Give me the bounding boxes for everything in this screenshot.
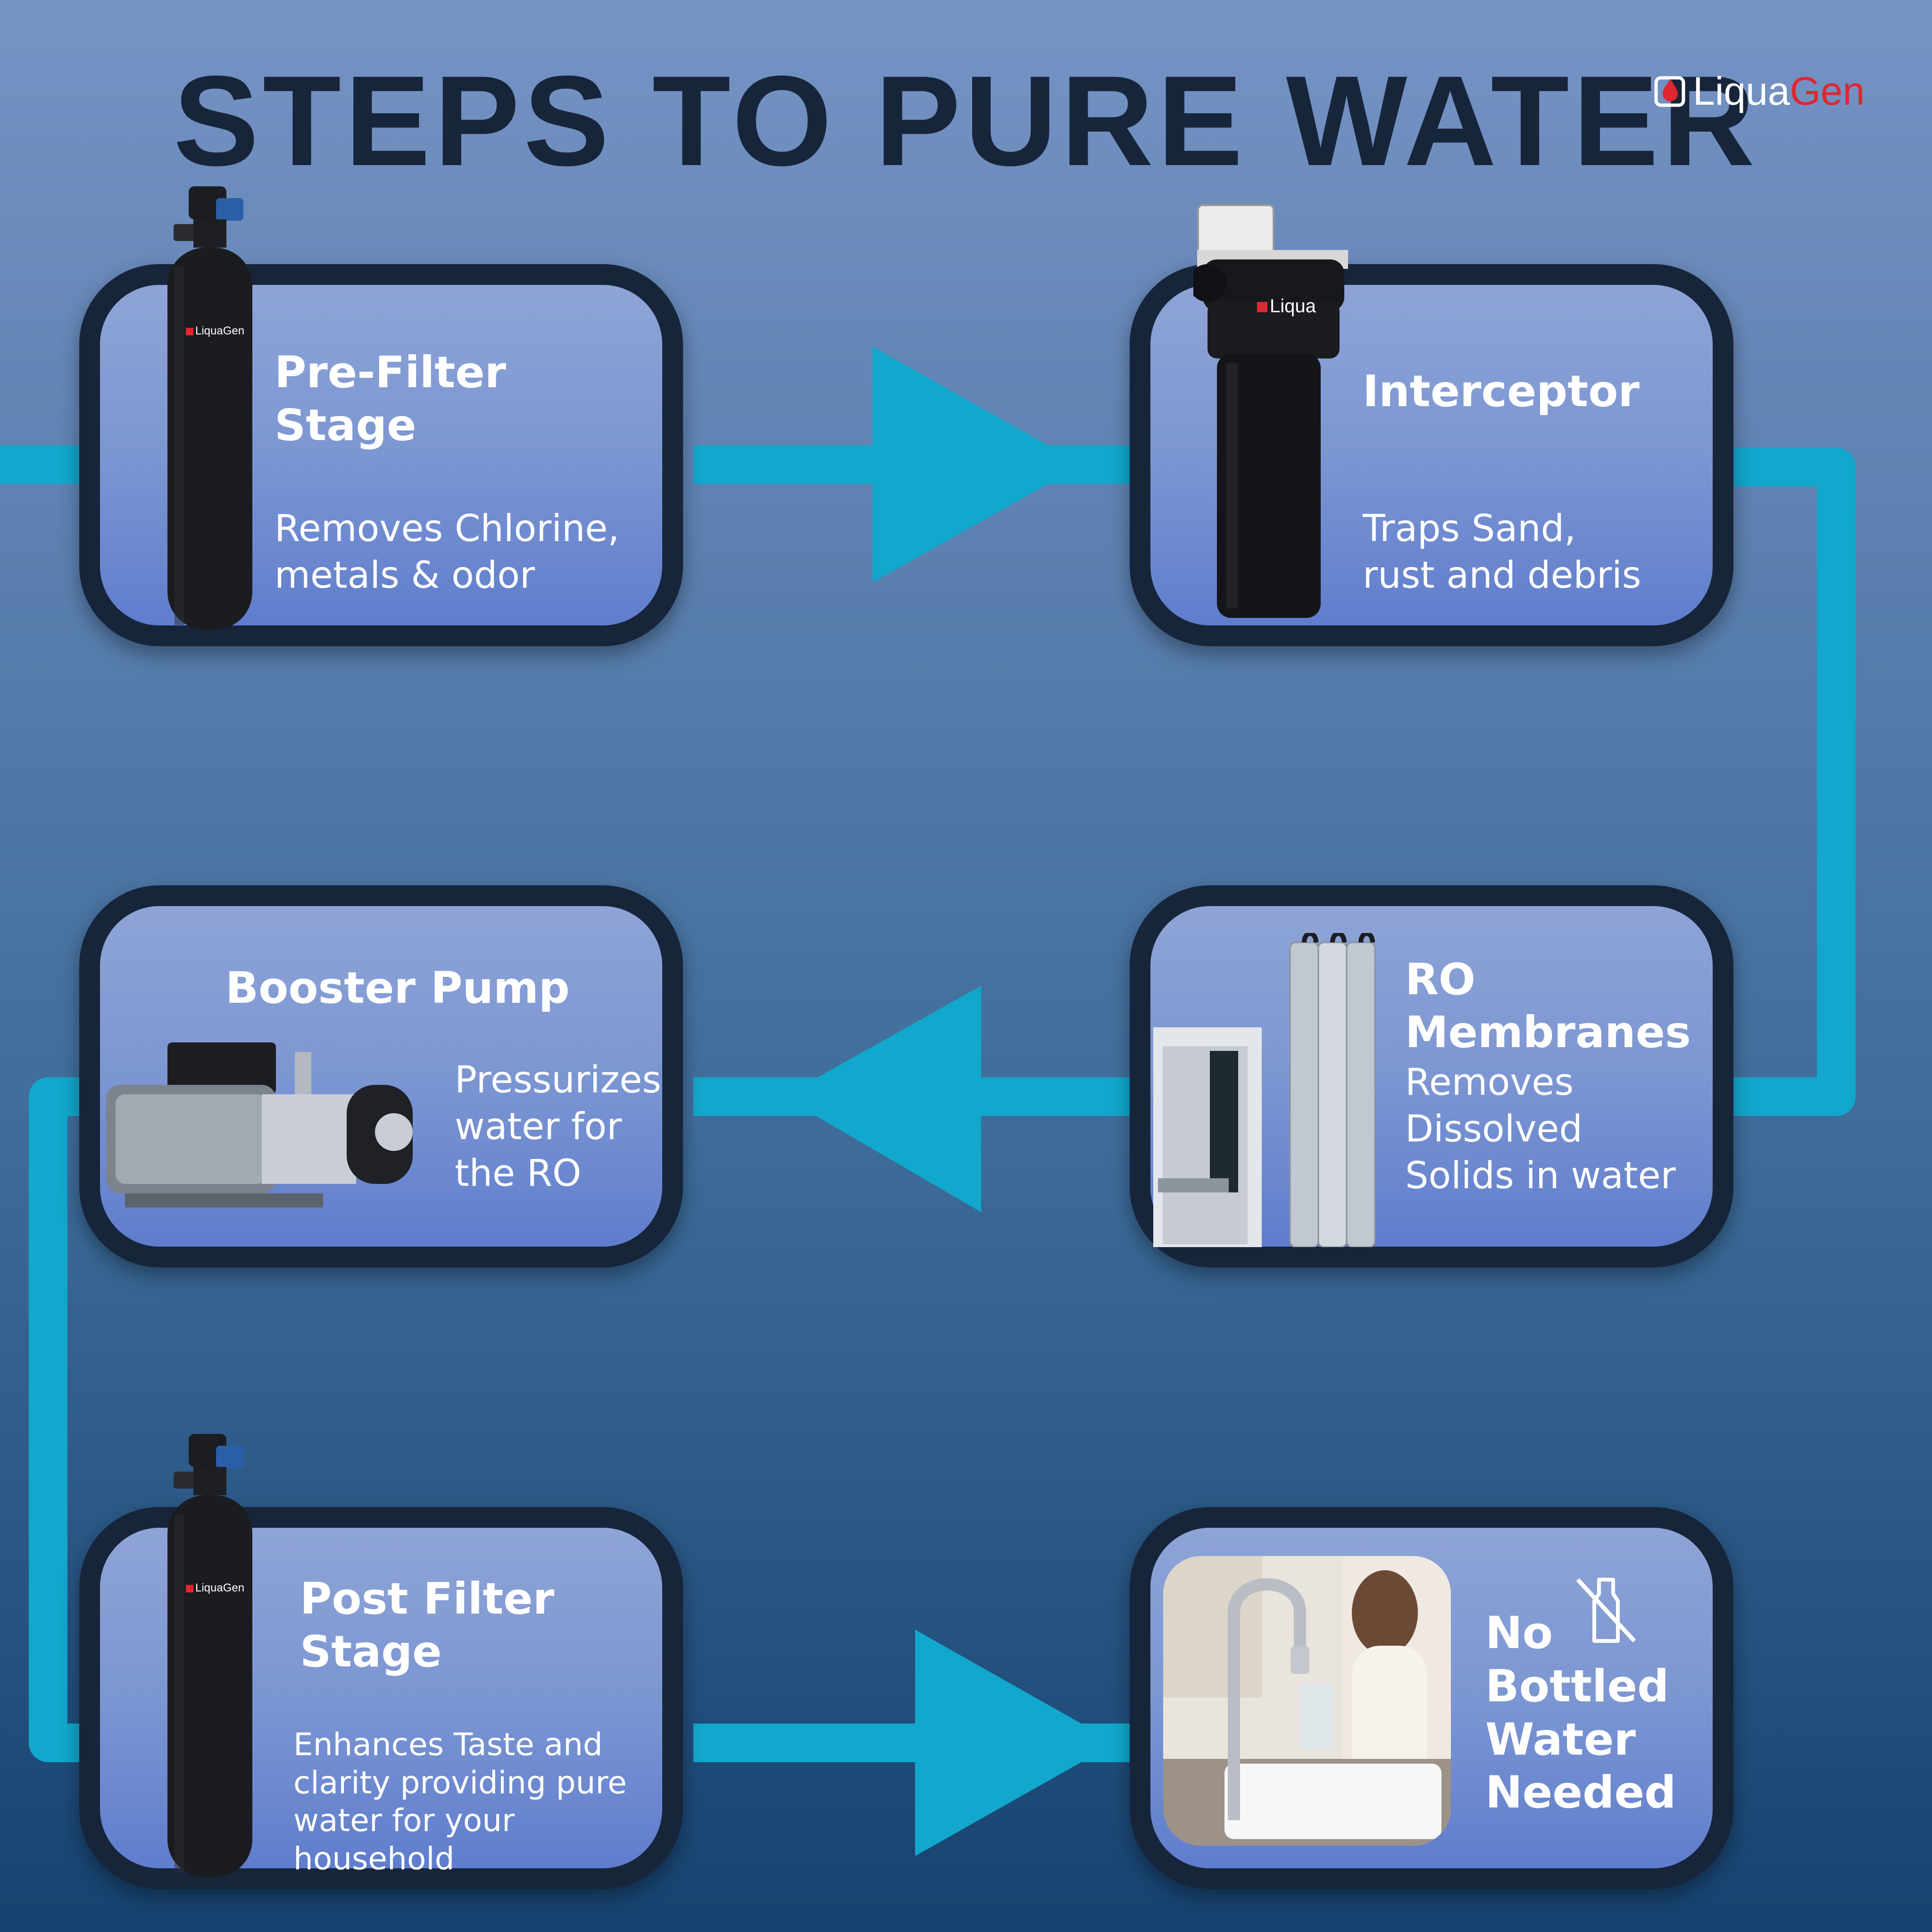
step-title: Interceptor	[1363, 366, 1640, 416]
step-card-no-bottled-water: No Bottled Water Needed	[1130, 1507, 1733, 1889]
logo-text-liqua: Liqua	[1693, 68, 1790, 113]
pipe-pump-postfilter	[29, 1077, 94, 1762]
arrow-left	[783, 986, 981, 1212]
step-description: Traps Sand, rust and debris	[1363, 508, 1641, 597]
cartridge-filter-icon: Liqua	[1193, 204, 1348, 618]
step-title: Booster Pump	[225, 963, 570, 1013]
step-description: Enhances Taste and clarity providing pur…	[293, 1726, 627, 1877]
step-description: Removes Chlorine, metals & odor	[275, 508, 620, 597]
arrow-right-2	[915, 1630, 1116, 1856]
pump-icon	[106, 1042, 413, 1208]
step-title: Pre-Filter Stage	[275, 347, 507, 451]
step-title: No Bottled Water Needed	[1485, 1607, 1676, 1819]
step-card-booster-pump: Booster Pump Pressurizes water for the R…	[79, 885, 683, 1267]
step-title: Post Filter Stage	[300, 1574, 555, 1677]
svg-text:LiquaGen: LiquaGen	[195, 325, 244, 337]
kitchen-faucet-photo	[1163, 1556, 1451, 1846]
logo-mark-icon	[1654, 76, 1685, 107]
ro-membrane-icon	[1153, 933, 1376, 1247]
pipe-interceptor-ro	[1722, 448, 1856, 1116]
filter-tank-icon: LiquaGen	[167, 186, 252, 630]
step-description: Removes Dissolved Solids in water	[1405, 1061, 1676, 1198]
arrow-right-1	[873, 347, 1083, 583]
svg-text:LiquaGen: LiquaGen	[195, 1582, 244, 1594]
filter-tank-icon: LiquaGen	[167, 1434, 252, 1877]
no-bottle-icon	[1576, 1578, 1636, 1643]
step-description: Pressurizes water for the RO	[455, 1059, 662, 1195]
svg-text:Liqua: Liqua	[1270, 296, 1316, 316]
step-title: RO Membranes	[1405, 954, 1691, 1058]
brand-logo: Liqua Gen	[1653, 67, 1865, 115]
logo-text-gen: Gen	[1790, 68, 1865, 113]
page-title: STEPS TO PURE WATER	[173, 49, 1759, 192]
